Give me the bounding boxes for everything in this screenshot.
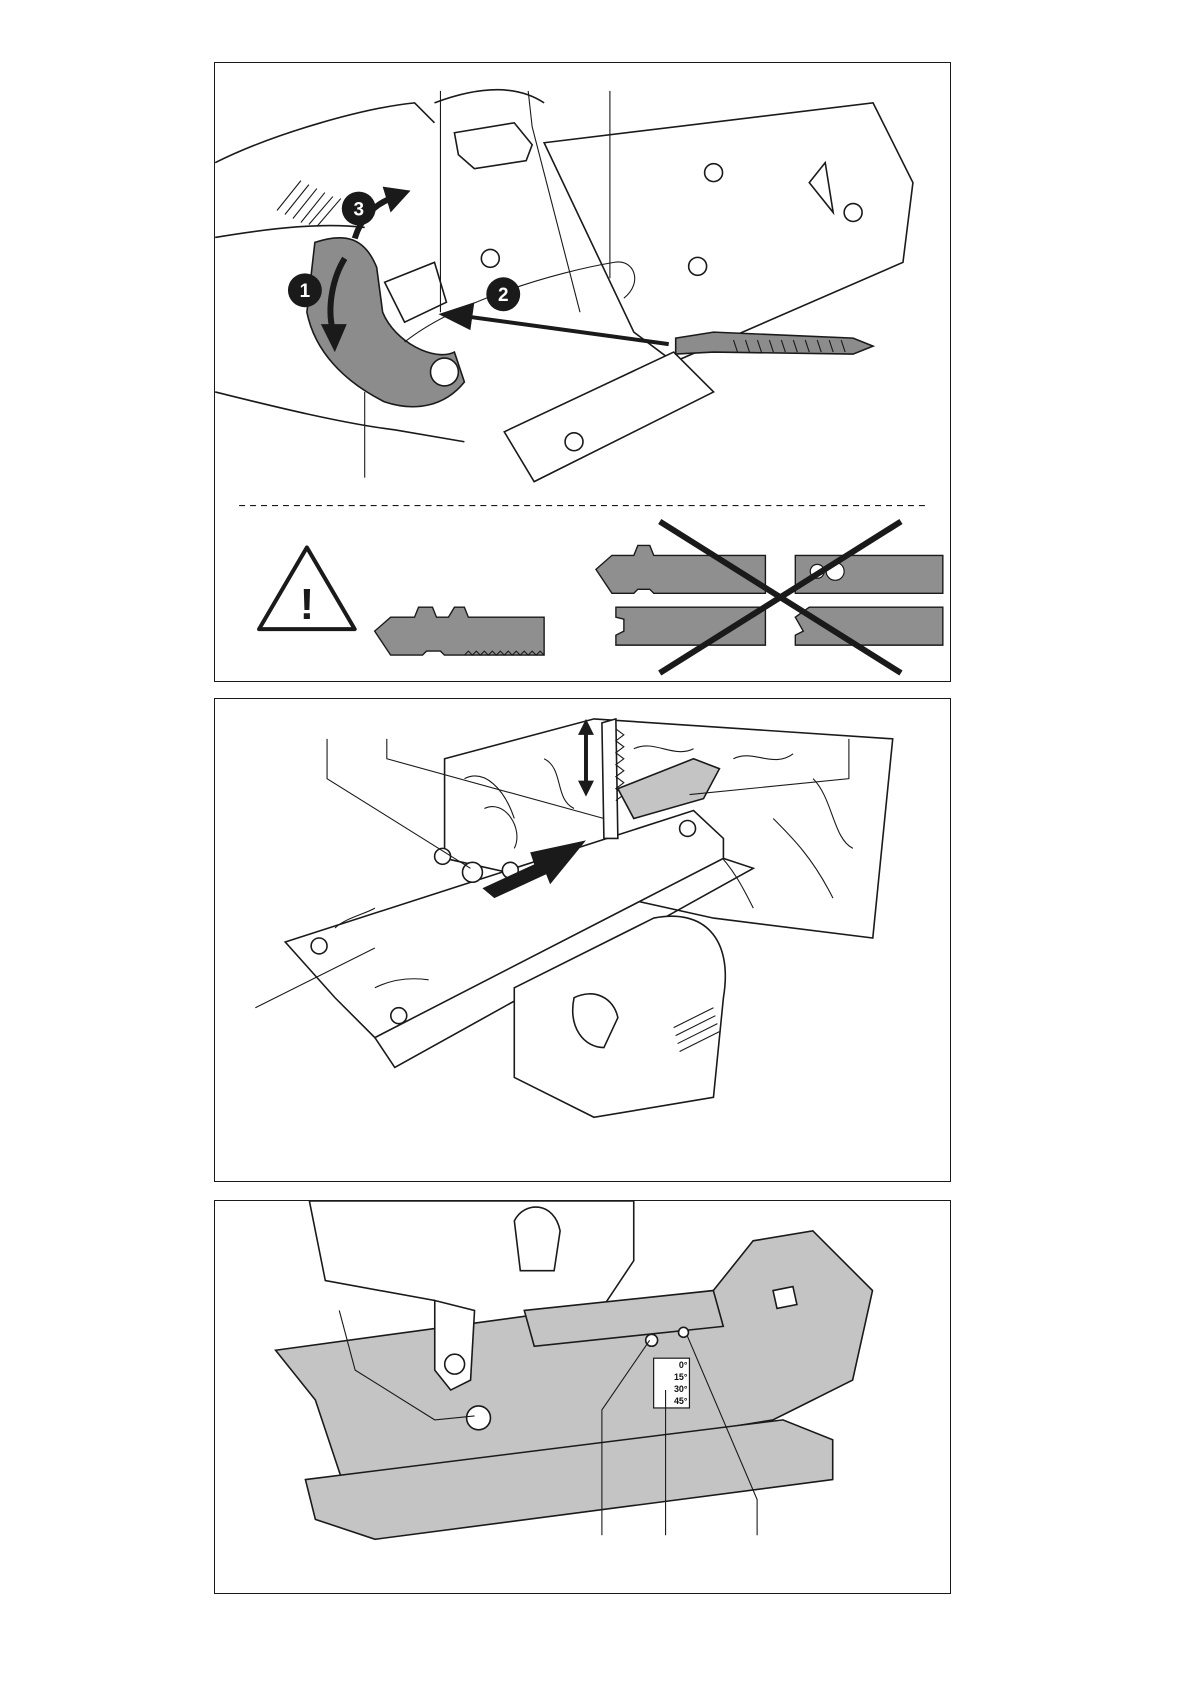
step-number-2: 2 bbox=[498, 285, 509, 306]
bevel-scale-0: 0° bbox=[679, 1360, 688, 1370]
blade-insertion-illustration: 1 2 3 ! bbox=[215, 63, 950, 681]
hex-bolt bbox=[467, 1406, 491, 1430]
vent-slots bbox=[277, 181, 341, 227]
step-number-3: 3 bbox=[353, 200, 364, 221]
step-number-1: 1 bbox=[300, 281, 311, 302]
lever-pivot bbox=[430, 358, 458, 386]
bevel-scale-45: 45° bbox=[674, 1396, 688, 1406]
wrong-blade-3 bbox=[616, 607, 766, 645]
screw-4 bbox=[689, 257, 707, 275]
screw-5 bbox=[680, 820, 696, 836]
screw-2 bbox=[391, 1008, 407, 1024]
bevel-scale-15: 15° bbox=[674, 1372, 688, 1382]
bevel-lock-screw bbox=[646, 1334, 658, 1346]
bevel-pointer bbox=[679, 1327, 689, 1337]
insertion-arrow-head bbox=[438, 302, 474, 330]
wrong-blade-4 bbox=[795, 607, 943, 645]
figure-blade-insertion: 1 2 3 ! bbox=[214, 62, 951, 682]
saw-handle-grip bbox=[514, 1207, 560, 1271]
screw-1 bbox=[705, 164, 723, 182]
pivot-linkage bbox=[435, 1300, 475, 1390]
clamp-block bbox=[385, 262, 447, 322]
figure-plunge-cut bbox=[214, 698, 951, 1182]
warning-symbol: ! bbox=[300, 580, 315, 629]
screw-2 bbox=[844, 204, 862, 222]
screw-5 bbox=[565, 433, 583, 451]
plunge-cut-illustration bbox=[215, 699, 950, 1181]
saw-top-outline bbox=[434, 90, 544, 103]
jigsaw-blade bbox=[676, 332, 873, 354]
screw-3 bbox=[481, 249, 499, 267]
screw-1 bbox=[311, 938, 327, 954]
correct-blade bbox=[375, 607, 544, 655]
pivot-screw bbox=[445, 1354, 465, 1374]
lower-plate bbox=[504, 352, 713, 482]
figure-bevel-angle: 0° 15° 30° 45° bbox=[214, 1200, 951, 1594]
lever-up-arrow-head bbox=[383, 187, 411, 213]
bevel-angle-illustration: 0° 15° 30° 45° bbox=[215, 1201, 950, 1593]
plate-window bbox=[773, 1287, 797, 1309]
lever-knob bbox=[454, 123, 532, 169]
bevel-scale-30: 30° bbox=[674, 1384, 688, 1394]
base-plate bbox=[544, 103, 913, 362]
jigsaw-blade bbox=[602, 719, 618, 839]
